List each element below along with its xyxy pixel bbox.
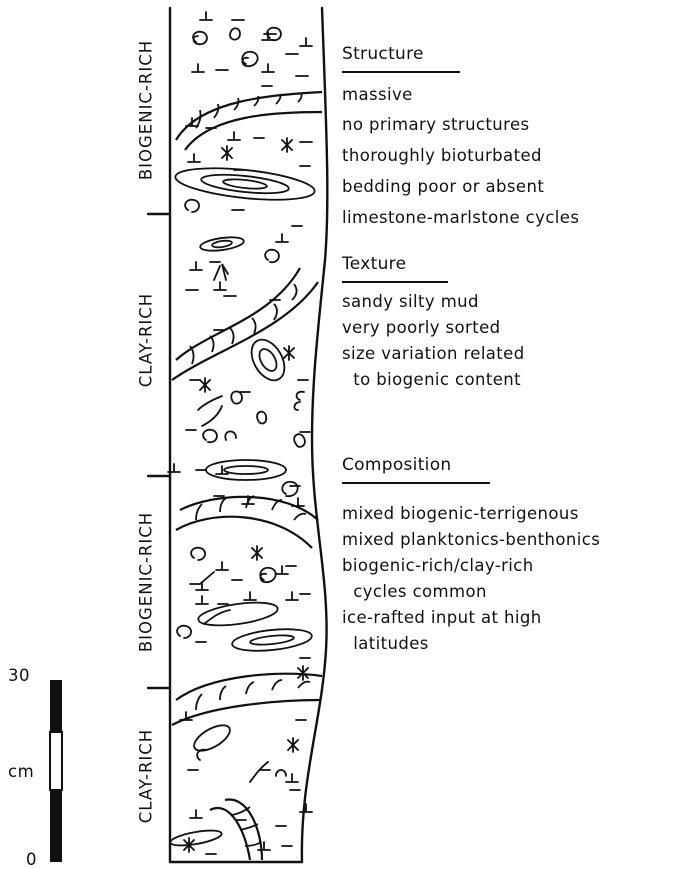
- structure-line: limestone-marlstone cycles: [342, 203, 579, 233]
- unit-label-clay-rich-1: CLAY-RICH: [137, 293, 156, 387]
- lithology-symbols: [168, 12, 312, 854]
- scale-bar-black-top: [50, 680, 62, 732]
- composition-underline: [342, 482, 490, 484]
- unit-label-biogenic-rich-2: BIOGENIC-RICH: [137, 512, 156, 652]
- composition-line: latitudes: [342, 629, 429, 659]
- scale-bottom-value: 0: [26, 850, 37, 869]
- structure-line: bedding poor or absent: [342, 172, 544, 202]
- structure-line: massive: [342, 80, 413, 110]
- scale-unit-label: cm: [8, 762, 34, 781]
- unit-label-biogenic-rich-1: BIOGENIC-RICH: [137, 40, 156, 180]
- scale-bar: [50, 680, 62, 862]
- composition-heading: Composition: [342, 455, 451, 475]
- scale-bar-white-mid: [50, 732, 62, 790]
- burrow-band: [185, 112, 322, 150]
- texture-line: to biogenic content: [342, 365, 521, 395]
- structure-line: no primary structures: [342, 110, 530, 140]
- burrow-band: [210, 808, 250, 860]
- unit-label-clay-rich-2: CLAY-RICH: [137, 729, 156, 823]
- burrow-band: [176, 268, 300, 360]
- burrow-band: [172, 700, 320, 725]
- structure-heading: Structure: [342, 44, 424, 64]
- burrow-segments: [190, 93, 310, 846]
- texture-heading: Texture: [342, 254, 406, 274]
- burrow-band: [172, 282, 318, 380]
- texture-underline: [342, 281, 448, 283]
- structure-line: thoroughly bioturbated: [342, 141, 542, 171]
- structure-underline: [342, 71, 460, 73]
- column-right-edge: [302, 8, 327, 862]
- scale-bar-black-bottom: [50, 790, 62, 862]
- scale-top-value: 30: [8, 666, 30, 685]
- burrow-band: [176, 517, 312, 548]
